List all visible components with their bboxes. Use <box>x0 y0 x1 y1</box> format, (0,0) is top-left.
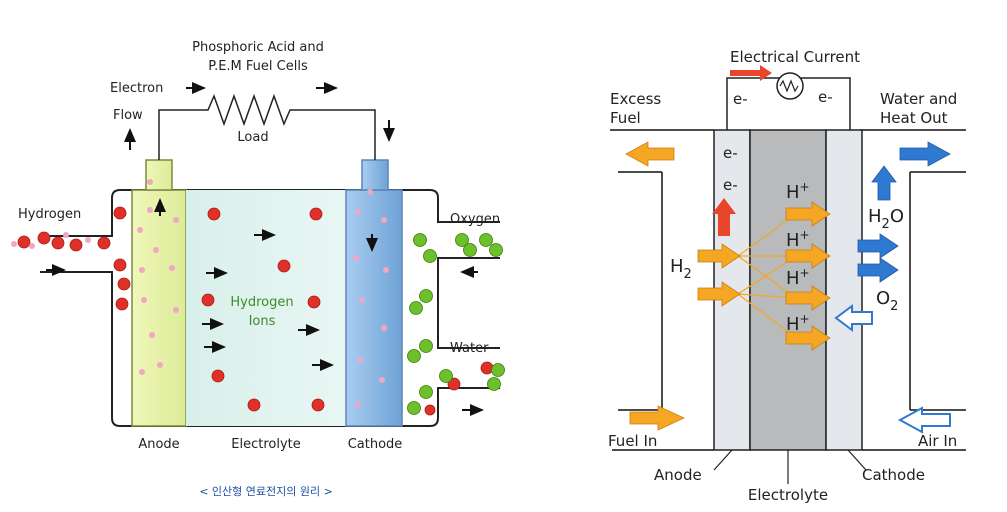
oxygen-label: Oxygen <box>450 212 500 227</box>
cell-casing <box>40 189 500 427</box>
anode-e-1: e- <box>723 144 738 162</box>
bulb-icon <box>776 72 804 100</box>
blue-outline-arrows <box>834 304 951 434</box>
electrolyte-label: Electrolyte <box>231 437 300 452</box>
proton-dots <box>11 179 389 408</box>
ions-line-2: Ions <box>249 314 276 329</box>
cathode-terminal <box>361 159 389 191</box>
anode-terminal <box>145 159 173 191</box>
svg-text:H+: H+ <box>786 228 810 251</box>
flow-label: Flow <box>113 108 143 123</box>
waterheat-line-1: Water and <box>880 90 957 108</box>
h2o-label: H2O <box>868 206 904 232</box>
fuel-in-label: Fuel In <box>608 432 657 450</box>
flow-arrows <box>46 82 484 416</box>
o2-label: O2 <box>876 288 898 314</box>
gas-channels <box>610 129 966 451</box>
electron-label: Electron <box>110 81 163 96</box>
blue-arrows <box>857 141 951 283</box>
wire-e-left: e- <box>733 90 748 108</box>
left-diagram: Phosphoric Acid and P.E.M Fuel Cells Ele… <box>11 40 505 498</box>
excess-line-2: Fuel <box>610 109 641 127</box>
red-up-arrow <box>712 198 736 236</box>
leader-lines <box>713 449 867 484</box>
anode-label: Anode <box>138 437 179 452</box>
bulb-filament <box>779 79 799 93</box>
r-anode-label: Anode <box>654 466 702 484</box>
cathode-label: Cathode <box>348 437 403 452</box>
title-line-2: P.E.M Fuel Cells <box>208 59 308 74</box>
svg-text:H+: H+ <box>786 266 810 289</box>
hydrogen-molecules <box>17 206 494 416</box>
orange-arrows <box>625 141 831 431</box>
svg-text:H+: H+ <box>786 312 810 335</box>
hydrogen-label: Hydrogen <box>18 207 81 222</box>
svg-text:H+: H+ <box>786 180 810 203</box>
waterheat-line-2: Heat Out <box>880 109 948 127</box>
r-cathode-label: Cathode <box>862 466 925 484</box>
r-electrolyte-label: Electrolyte <box>748 486 828 504</box>
right-diagram: Electrical Current e- e- Excess Fuel Wat… <box>608 48 966 504</box>
current-arrow <box>730 65 772 81</box>
h2-label: H2 <box>670 256 692 282</box>
water-label: Water <box>450 341 489 356</box>
current-label: Electrical Current <box>730 48 860 66</box>
proton-labels: H+ H+ H+ H+ <box>786 180 810 335</box>
wire-e-right: e- <box>818 88 833 106</box>
excess-line-1: Excess <box>610 90 661 108</box>
ions-line-1: Hydrogen <box>230 295 293 310</box>
anode-e-2: e- <box>723 176 738 194</box>
cathode-layer <box>825 129 863 451</box>
external-wire <box>158 93 376 160</box>
cathode-plate <box>345 189 403 427</box>
caption: < 인산형 연료전지의 원리 > <box>199 485 333 498</box>
air-in-label: Air In <box>918 432 957 450</box>
oxygen-molecules <box>407 233 505 415</box>
title-line-1: Phosphoric Acid and <box>192 40 324 55</box>
load-label: Load <box>237 130 268 145</box>
